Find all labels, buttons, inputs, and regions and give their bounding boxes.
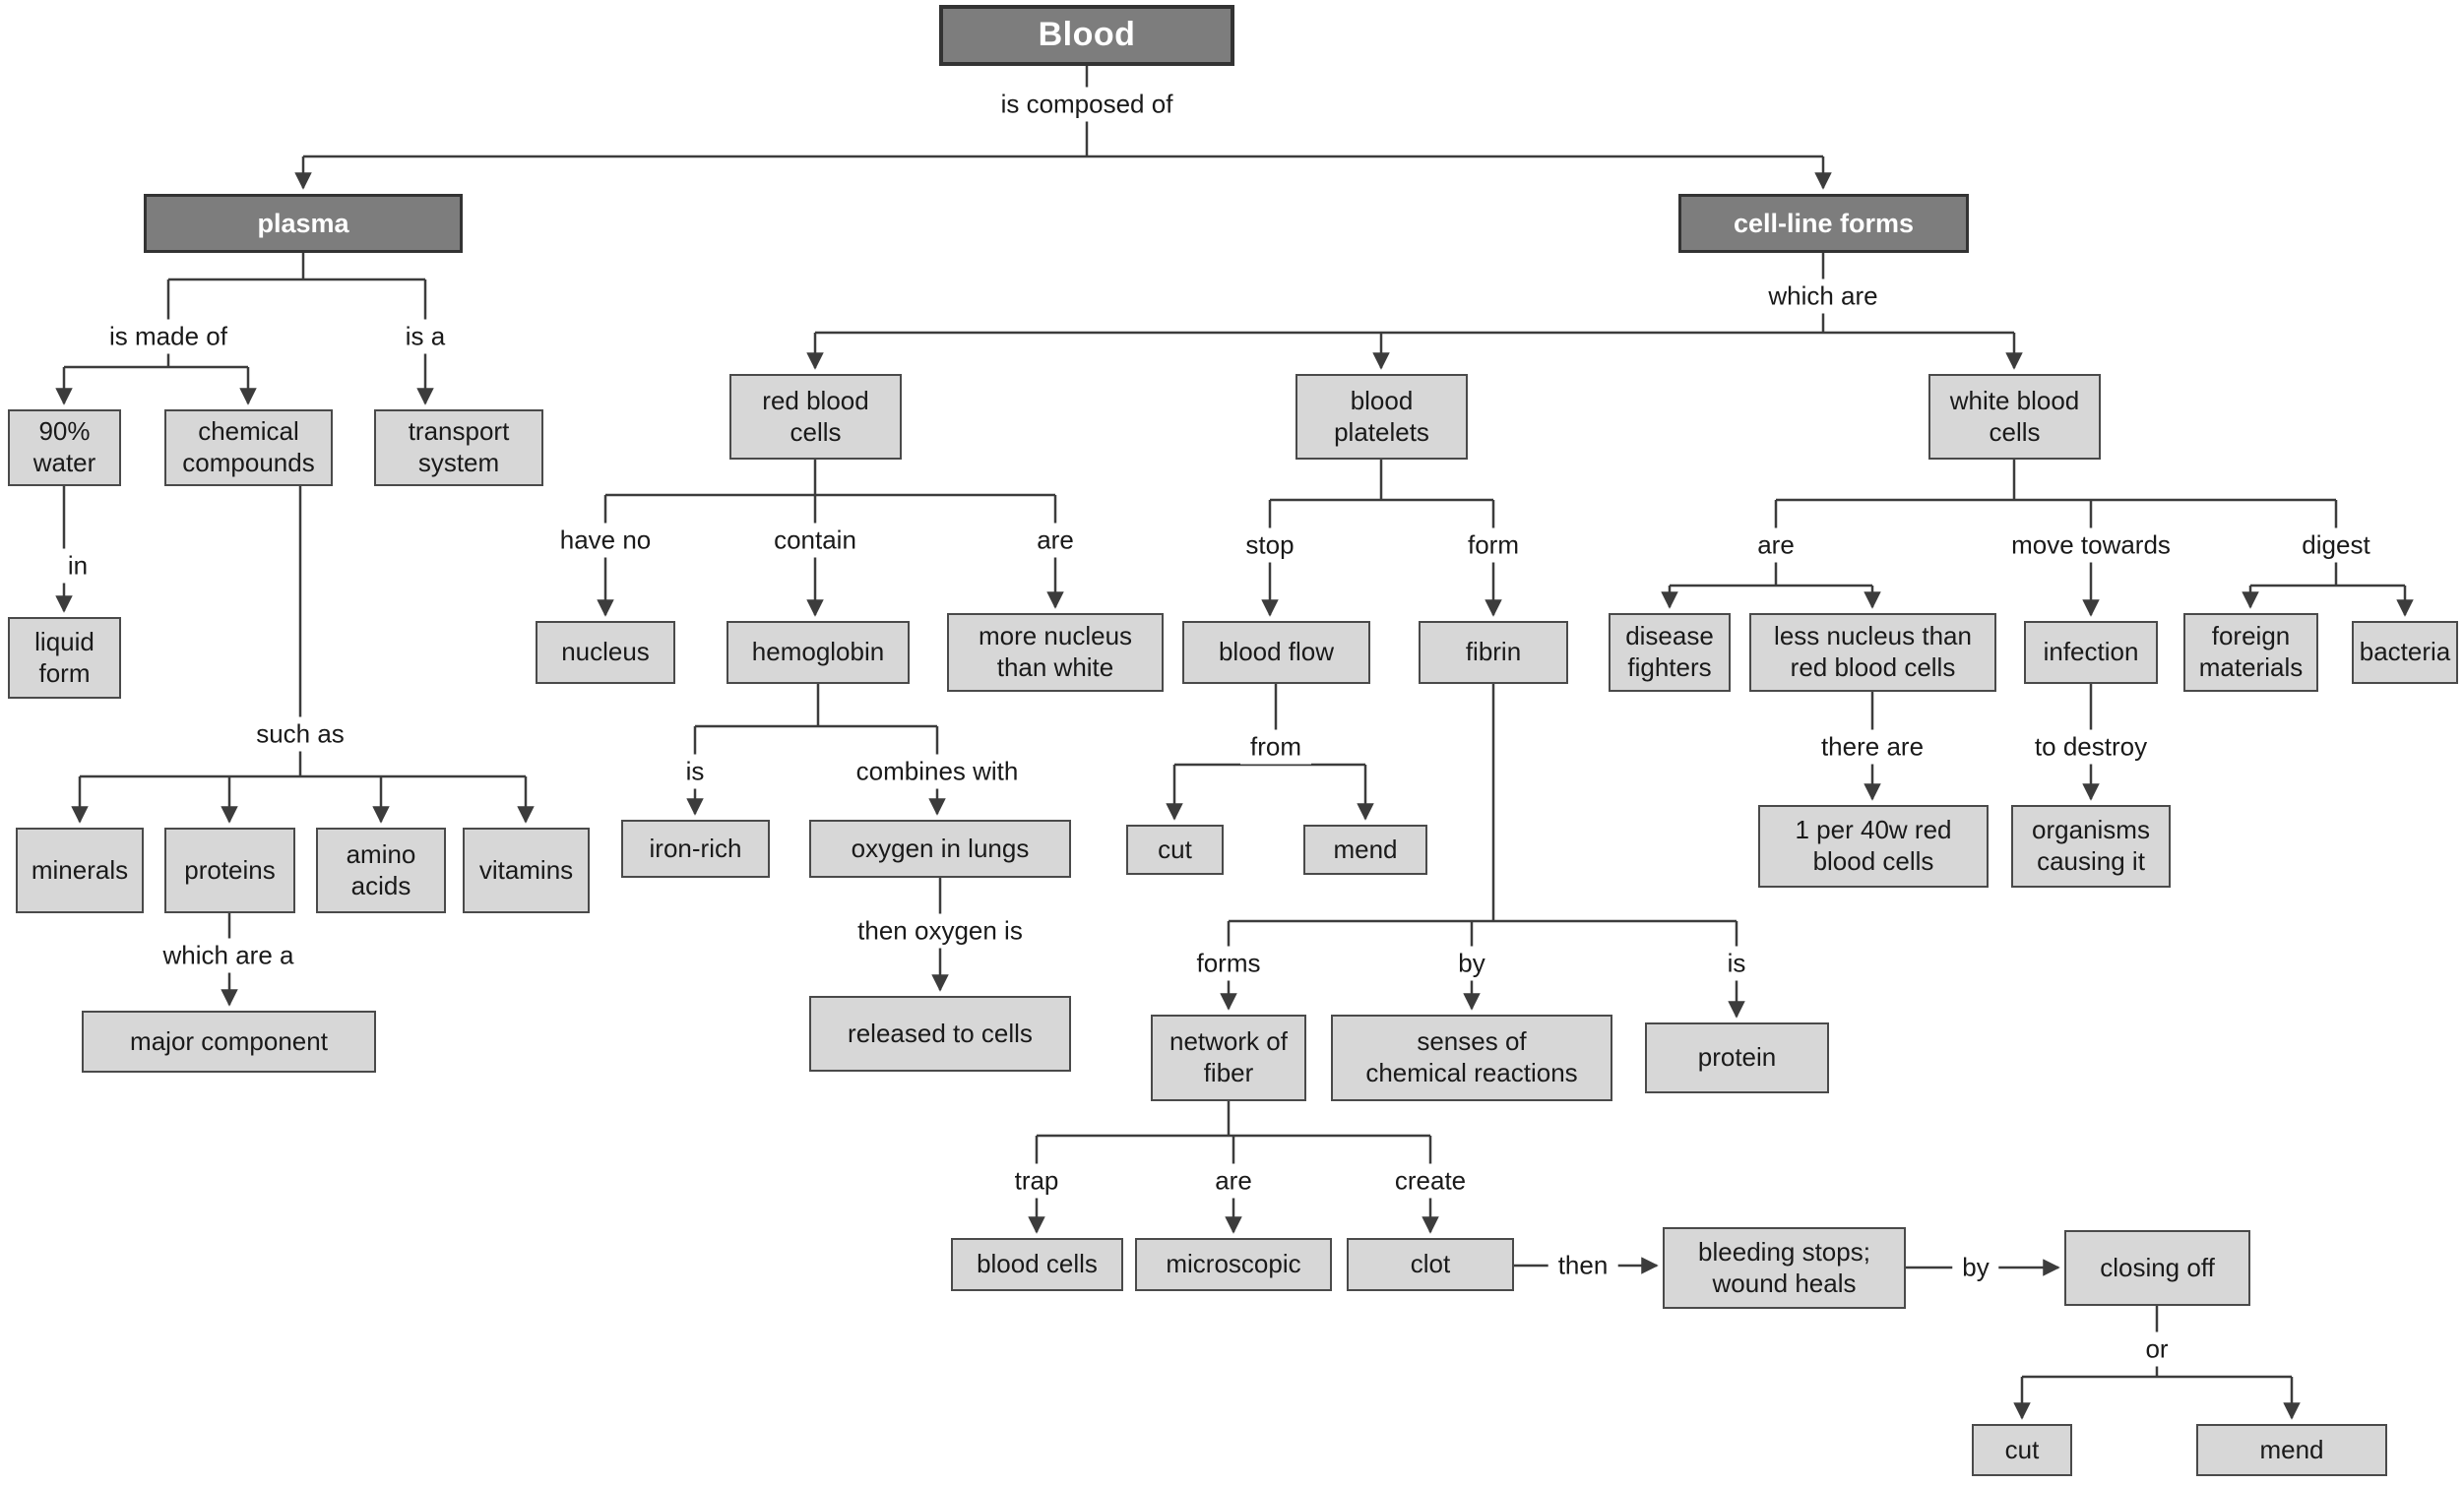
concept-node-more-nucleus-than-white: more nucleus than white bbox=[947, 613, 1164, 692]
concept-node-senses-of-chemical-reactions: senses of chemical reactions bbox=[1331, 1015, 1612, 1101]
edge-label-stop: stop bbox=[1235, 527, 1304, 563]
edge-label-are-fiber: are bbox=[1205, 1163, 1262, 1199]
concept-node-bacteria: bacteria bbox=[2352, 621, 2458, 684]
concept-node-90-water: 90% water bbox=[8, 409, 121, 486]
concept-node-cut-closing: cut bbox=[1972, 1424, 2072, 1476]
edge-label-contain: contain bbox=[764, 523, 866, 558]
concept-node-chemical-compounds: chemical compounds bbox=[164, 409, 333, 486]
concept-node-cut-flow: cut bbox=[1126, 825, 1224, 875]
concept-node-minerals: minerals bbox=[16, 828, 144, 913]
concept-node-infection: infection bbox=[2024, 621, 2158, 684]
concept-node-network-of-fiber: network of fiber bbox=[1151, 1015, 1306, 1101]
edge-label-then: then bbox=[1548, 1248, 1618, 1283]
concept-node-iron-rich: iron-rich bbox=[621, 820, 770, 878]
concept-node-amino-acids: amino acids bbox=[316, 828, 446, 913]
concept-node-oxygen-in-lungs: oxygen in lungs bbox=[809, 820, 1071, 878]
concept-node-nucleus: nucleus bbox=[536, 621, 675, 684]
concept-node-less-nucleus-than-rbc: less nucleus than red blood cells bbox=[1749, 613, 1996, 692]
edge-label-have-no: have no bbox=[549, 523, 662, 558]
concept-node-blood-flow: blood flow bbox=[1182, 621, 1370, 684]
edge-label-by-closing: by bbox=[1952, 1250, 1999, 1285]
edge-label-is-made-of: is made of bbox=[99, 319, 237, 354]
concept-node-released-to-cells: released to cells bbox=[809, 996, 1071, 1072]
concept-node-closing-off: closing off bbox=[2064, 1230, 2250, 1306]
edge-label-there-are: there are bbox=[1810, 729, 1934, 765]
concept-node-transport-system: transport system bbox=[374, 409, 543, 486]
edge-label-in: in bbox=[57, 548, 98, 584]
concept-node-white-blood-cells: white blood cells bbox=[1928, 374, 2101, 460]
concept-node-organisms-causing-it: organisms causing it bbox=[2011, 805, 2171, 888]
edge-label-is-protein: is bbox=[1717, 946, 1756, 981]
edge-label-is-iron: is bbox=[675, 754, 715, 789]
edge-label-or: or bbox=[2135, 1331, 2179, 1367]
edge-label-combines-with: combines with bbox=[846, 754, 1029, 789]
edge-label-forms: forms bbox=[1186, 946, 1271, 981]
edge-label-form: form bbox=[1458, 527, 1529, 563]
edge-label-is-composed-of: is composed of bbox=[990, 87, 1183, 122]
concept-node-protein: protein bbox=[1645, 1022, 1829, 1093]
edge-label-are-rbc: are bbox=[1027, 523, 1084, 558]
concept-node-proteins: proteins bbox=[164, 828, 295, 913]
concept-node-blood-cells: blood cells bbox=[951, 1238, 1123, 1291]
edge-label-then-oxygen-is: then oxygen is bbox=[848, 913, 1033, 949]
edge-label-to-destroy: to destroy bbox=[2024, 729, 2158, 765]
concept-node-clot: clot bbox=[1347, 1238, 1514, 1291]
concept-node-foreign-materials: foreign materials bbox=[2183, 613, 2318, 692]
concept-node-major-component: major component bbox=[82, 1011, 376, 1073]
edge-label-trap: trap bbox=[1004, 1163, 1069, 1199]
concept-node-plasma: plasma bbox=[144, 194, 463, 253]
edge-label-which-are: which are bbox=[1758, 278, 1888, 314]
edge-label-which-are-a: which are a bbox=[153, 938, 304, 973]
edge-label-create: create bbox=[1384, 1163, 1477, 1199]
concept-node-mend-flow: mend bbox=[1303, 825, 1427, 875]
concept-node-fibrin: fibrin bbox=[1419, 621, 1568, 684]
concept-node-red-blood-cells: red blood cells bbox=[729, 374, 902, 460]
edge-label-are-wbc: are bbox=[1747, 527, 1804, 563]
concept-node-cell-line-forms: cell-line forms bbox=[1678, 194, 1969, 253]
concept-node-hemoglobin: hemoglobin bbox=[727, 621, 910, 684]
concept-node-blood: Blood bbox=[939, 5, 1234, 66]
concept-node-bleeding-stops-wound-heals: bleeding stops; wound heals bbox=[1663, 1227, 1906, 1309]
edge-label-move-towards: move towards bbox=[2001, 527, 2180, 563]
concept-node-disease-fighters: disease fighters bbox=[1609, 613, 1731, 692]
edge-label-is-a: is a bbox=[395, 319, 456, 354]
concept-node-blood-platelets: blood platelets bbox=[1295, 374, 1468, 460]
concept-node-mend-closing: mend bbox=[2196, 1424, 2387, 1476]
edge-label-digest: digest bbox=[2292, 527, 2380, 563]
concept-node-microscopic: microscopic bbox=[1135, 1238, 1332, 1291]
concept-node-liquid-form: liquid form bbox=[8, 617, 121, 699]
edge-label-by-senses: by bbox=[1448, 946, 1495, 981]
edge-label-from: from bbox=[1240, 729, 1311, 765]
concept-node-vitamins: vitamins bbox=[463, 828, 590, 913]
edge-label-such-as: such as bbox=[246, 716, 354, 752]
concept-node-1-per-40w-red-blood-cells: 1 per 40w red blood cells bbox=[1758, 805, 1989, 888]
